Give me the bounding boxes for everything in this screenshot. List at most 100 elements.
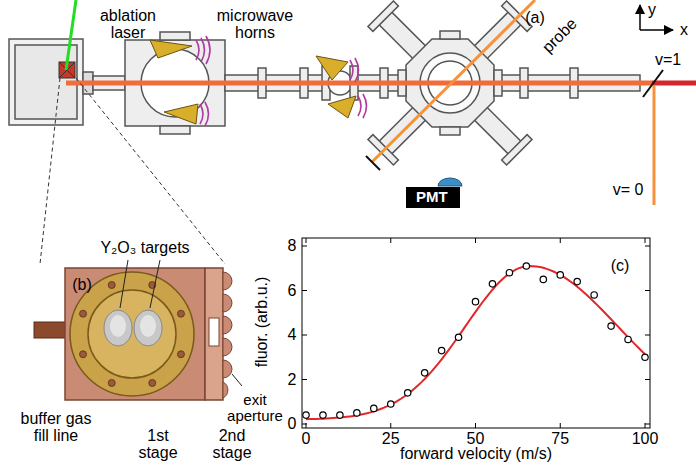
aperture-plate [223, 360, 232, 378]
data-point [489, 281, 495, 287]
leader-line [120, 260, 242, 386]
tick-mark [645, 238, 646, 243]
data-point [506, 270, 512, 276]
plot-frame [302, 238, 650, 428]
microwave-wave [355, 58, 359, 82]
microwave-chamber [160, 126, 190, 134]
data-point [438, 347, 444, 353]
label: 0 [302, 431, 311, 448]
second-stage [205, 268, 223, 400]
microwave-horn [164, 104, 198, 124]
ablation-beam [66, 0, 76, 70]
axis-arrow [640, 5, 673, 30]
tick-mark [645, 246, 650, 247]
first-stage [65, 268, 205, 400]
label: v= 0 [613, 182, 644, 199]
bolt-hole [177, 310, 184, 317]
detection-chamber [311, 0, 588, 222]
laser-beams [372, 0, 535, 162]
y2o3-target [134, 310, 162, 346]
detection-chamber [311, 0, 588, 222]
label: exit aperture [224, 392, 286, 424]
aperture-plate [223, 294, 232, 312]
aperture-plate [223, 316, 232, 334]
tick-mark [302, 379, 307, 380]
leader-line [232, 374, 242, 386]
tick-mark [645, 424, 650, 425]
tick-mark [306, 238, 307, 243]
microwave-chamber [160, 32, 190, 40]
label: (b) [72, 277, 92, 294]
detection-chamber [368, 1, 398, 31]
data-point [388, 401, 394, 407]
data-point [303, 412, 309, 418]
microwave-wave [206, 36, 210, 64]
tick-mark [306, 423, 307, 428]
bolt-hole [80, 351, 87, 358]
label: 25 [382, 431, 400, 448]
label: 75 [551, 431, 569, 448]
microwave-wave [196, 40, 199, 60]
data-point [421, 370, 427, 376]
data-point [303, 263, 648, 418]
tick-mark [390, 423, 391, 428]
tick-mark [390, 238, 391, 243]
label: x [680, 22, 688, 39]
detection-chamber [440, 127, 460, 135]
label: 6 [288, 282, 297, 299]
aperture-plate [223, 382, 228, 398]
y2o3-target [140, 315, 156, 337]
detection-chamber [440, 31, 460, 39]
tick-mark [560, 238, 561, 243]
tick-mark [302, 335, 307, 336]
label: 2 [288, 371, 297, 388]
label: 4 [288, 327, 297, 344]
detection-chamber [502, 135, 532, 165]
data-point [574, 278, 580, 284]
label: 1st stage [133, 428, 183, 462]
tick-mark [302, 246, 307, 247]
microwave-wave [200, 104, 203, 124]
second-stage-slot [209, 318, 219, 346]
data-point [591, 292, 597, 298]
label: v=1 [655, 52, 681, 69]
mirror [366, 156, 380, 170]
data-point [472, 298, 478, 304]
laser-beams [652, 81, 696, 86]
label: 8 [288, 238, 297, 255]
tick-mark [645, 379, 650, 380]
tick-mark [560, 423, 561, 428]
label: (a) [525, 10, 545, 27]
data-point [405, 390, 411, 396]
microwave-wave [196, 36, 367, 126]
data-point [540, 276, 546, 282]
microwave-wave [358, 96, 361, 116]
zoom-line [76, 78, 225, 264]
bolt-hole [108, 282, 115, 289]
tick-mark [645, 423, 646, 428]
cell-bore [88, 290, 176, 378]
fill-line [34, 322, 66, 338]
tick-mark [475, 423, 476, 428]
data-point [354, 410, 360, 416]
microwave-horn [150, 40, 356, 124]
leader-line [120, 260, 128, 308]
label: fluor. (arb.u.) [254, 277, 271, 368]
microwave-wave [205, 102, 209, 126]
tick-mark [302, 238, 650, 428]
laser-beams [653, 85, 656, 205]
bolt-hole [80, 310, 87, 317]
label: probe [540, 16, 581, 57]
axis-arrow [640, 29, 673, 31]
node-text: PMT [416, 188, 448, 205]
data-point [320, 412, 326, 418]
laser-beams [66, 81, 652, 86]
label: microwave horns [210, 8, 300, 42]
tick-mark [302, 290, 307, 291]
label: (c) [611, 258, 630, 275]
label: y [648, 2, 656, 19]
detector-box: PMT [406, 187, 460, 208]
microwave-horn [150, 40, 192, 58]
